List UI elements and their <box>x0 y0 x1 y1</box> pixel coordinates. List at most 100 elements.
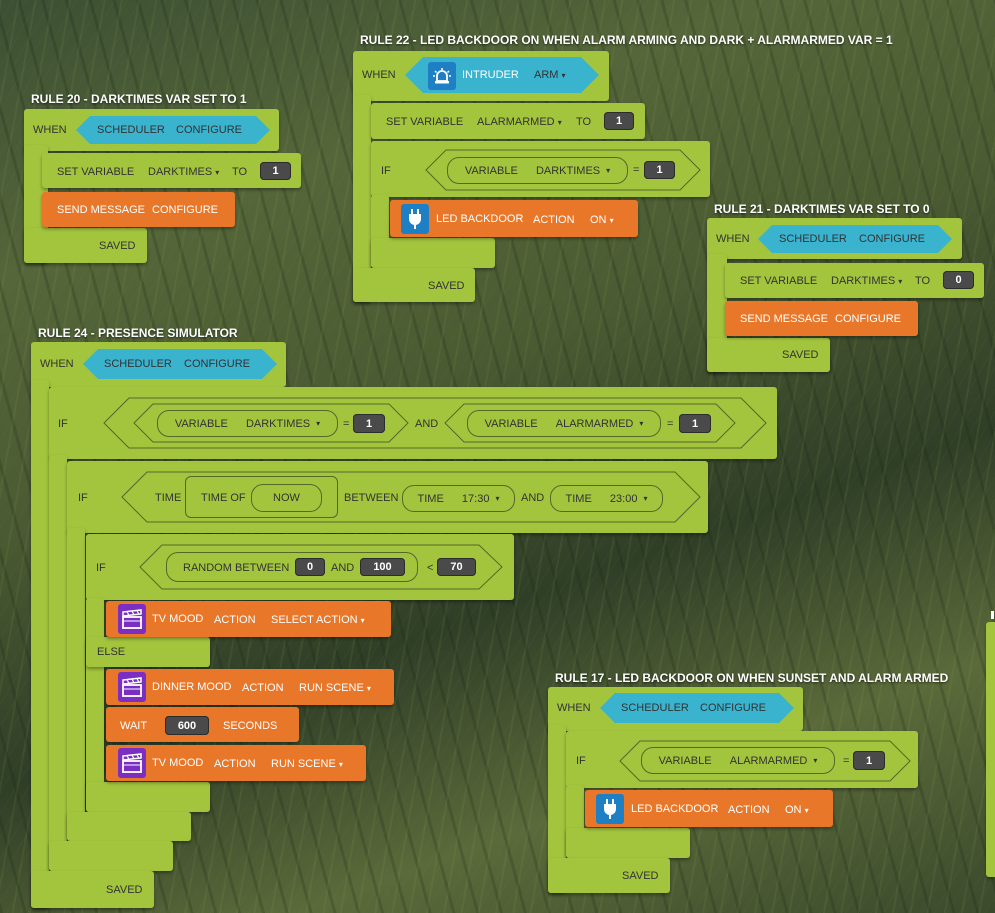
offscreen-rule-block[interactable] <box>986 622 995 877</box>
variable-darktimes-select[interactable]: VARIABLE DARKTIMES▾ <box>157 410 338 437</box>
rule-20-title: RULE 20 - DARKTIMES VAR SET TO 1 <box>31 92 247 106</box>
led-backdoor-action[interactable] <box>390 200 638 237</box>
if-label: IF <box>96 562 106 574</box>
if-label: IF <box>576 755 586 767</box>
chevron-down-icon: ▾ <box>639 419 644 428</box>
wait-seconds-input[interactable]: 600 <box>165 716 209 735</box>
when-label: WHEN <box>716 233 750 245</box>
chevron-down-icon: ▾ <box>215 168 220 177</box>
to-label: TO <box>232 166 248 178</box>
action-label: ACTION <box>728 804 770 816</box>
condition-hex <box>619 740 911 782</box>
send-message-action[interactable] <box>42 192 235 227</box>
dinner-mood-label: DINNER MOOD <box>152 681 232 693</box>
scheduler-configure-label: CONFIGURE <box>176 124 242 136</box>
run-scene-select[interactable]: RUN SCENE ▾ <box>299 682 371 694</box>
to-label: TO <box>576 116 592 128</box>
chevron-down-icon: ▾ <box>804 806 809 815</box>
scheduler-event[interactable] <box>83 349 277 379</box>
device-label: LED BACKDOOR <box>631 803 719 815</box>
random-between-block <box>166 552 418 582</box>
chevron-down-icon: ▾ <box>495 494 500 503</box>
variable-select[interactable]: DARKTIMES ▾ <box>831 275 903 287</box>
random-between-label: RANDOM BETWEEN <box>183 562 290 574</box>
message-label: CONFIGURE <box>835 313 901 325</box>
led-backdoor-action[interactable] <box>585 790 833 827</box>
now-pill[interactable]: NOW <box>251 484 322 512</box>
set-variable-label: SET VARIABLE <box>57 166 135 178</box>
less-than-label: < <box>427 562 434 574</box>
random-max-input[interactable]: 100 <box>360 558 405 576</box>
when-label: WHEN <box>362 69 396 81</box>
rule-22-title: RULE 22 - LED BACKDOOR ON WHEN ALARM ARM… <box>360 33 893 47</box>
value-input[interactable]: 0 <box>943 271 974 289</box>
equals-label: = <box>667 418 674 430</box>
chevron-down-icon: ▾ <box>316 419 321 428</box>
if-label: IF <box>58 418 68 430</box>
time-of-label: TIME OF <box>201 492 246 504</box>
random-condition-hex <box>139 544 503 590</box>
variable-select[interactable]: DARKTIMES ▾ <box>148 166 220 178</box>
scheduler-event[interactable] <box>758 225 952 253</box>
action-label: ACTION <box>214 614 256 626</box>
clapperboard-icon <box>118 672 146 702</box>
saved-label: SAVED <box>622 870 659 882</box>
saved-label: SAVED <box>106 884 143 896</box>
plug-icon <box>596 794 624 824</box>
equals-label: = <box>843 755 850 767</box>
variable-select[interactable]: ALARMARMED ▾ <box>477 116 562 128</box>
send-message-action[interactable] <box>725 301 918 336</box>
compare-value[interactable]: 1 <box>353 414 385 433</box>
condition-hex <box>425 149 701 191</box>
time-of-block[interactable] <box>185 476 338 518</box>
time-condition-hex <box>121 471 701 523</box>
offscreen-rule-title-fragment <box>991 611 994 619</box>
device-label: LED BACKDOOR <box>436 213 524 225</box>
tv-mood-label: TV MOOD <box>152 613 204 625</box>
and-label: AND <box>331 562 355 574</box>
rule-17-title: RULE 17 - LED BACKDOOR ON WHEN SUNSET AN… <box>555 671 949 685</box>
time-label: TIME <box>155 492 182 504</box>
scheduler-configure-label: CONFIGURE <box>859 233 925 245</box>
chevron-down-icon: ▾ <box>561 71 566 80</box>
random-min-input[interactable]: 0 <box>295 558 325 576</box>
scheduler-event[interactable] <box>600 693 794 723</box>
compare-value[interactable]: 1 <box>853 751 885 770</box>
saved-label: SAVED <box>428 280 465 292</box>
send-message-label: SEND MESSAGE <box>57 204 146 216</box>
variable-alarmarmed-select[interactable]: VARIABLE ALARMARMED▾ <box>467 410 661 437</box>
device-action-select[interactable]: ON ▾ <box>590 214 614 226</box>
compare-value[interactable]: 1 <box>679 414 711 433</box>
device-action-select[interactable]: ON ▾ <box>785 804 809 816</box>
scheduler-event[interactable] <box>76 116 270 144</box>
action-label: ACTION <box>533 214 575 226</box>
scheduler-label: SCHEDULER <box>621 702 689 714</box>
when-label: WHEN <box>40 358 74 370</box>
message-label: CONFIGURE <box>152 204 218 216</box>
tv-mood-run-scene-action[interactable] <box>106 745 366 781</box>
tv-mood-action[interactable] <box>106 601 391 637</box>
dinner-mood-action[interactable] <box>106 669 394 705</box>
select-action-select[interactable]: SELECT ACTION ▾ <box>271 614 365 626</box>
if-label: IF <box>381 165 391 177</box>
equals-label: = <box>633 164 640 176</box>
random-compare-input[interactable]: 70 <box>437 558 476 576</box>
variable-alarmarmed-select[interactable]: VARIABLE ALARMARMED▾ <box>641 747 835 774</box>
variable-darktimes-select[interactable]: VARIABLE DARKTIMES▾ <box>447 157 628 184</box>
value-input[interactable]: 1 <box>604 112 634 130</box>
run-scene-select[interactable]: RUN SCENE ▾ <box>271 758 343 770</box>
seconds-label: SECONDS <box>223 720 278 732</box>
when-label: WHEN <box>33 124 67 136</box>
scheduler-label: SCHEDULER <box>779 233 847 245</box>
set-variable-label: SET VARIABLE <box>740 275 818 287</box>
to-label: TO <box>915 275 931 287</box>
event-select[interactable]: ARM ▾ <box>534 69 566 81</box>
else-label: ELSE <box>97 646 126 658</box>
intruder-label: INTRUDER <box>462 69 519 81</box>
compare-value[interactable]: 1 <box>644 161 675 179</box>
and-condition-hex <box>103 397 767 449</box>
between-label: BETWEEN <box>344 492 399 504</box>
time-end-select[interactable]: TIME 23:00▾ <box>550 485 663 512</box>
value-input[interactable]: 1 <box>260 162 291 180</box>
time-start-select[interactable]: TIME 17:30▾ <box>402 485 515 512</box>
